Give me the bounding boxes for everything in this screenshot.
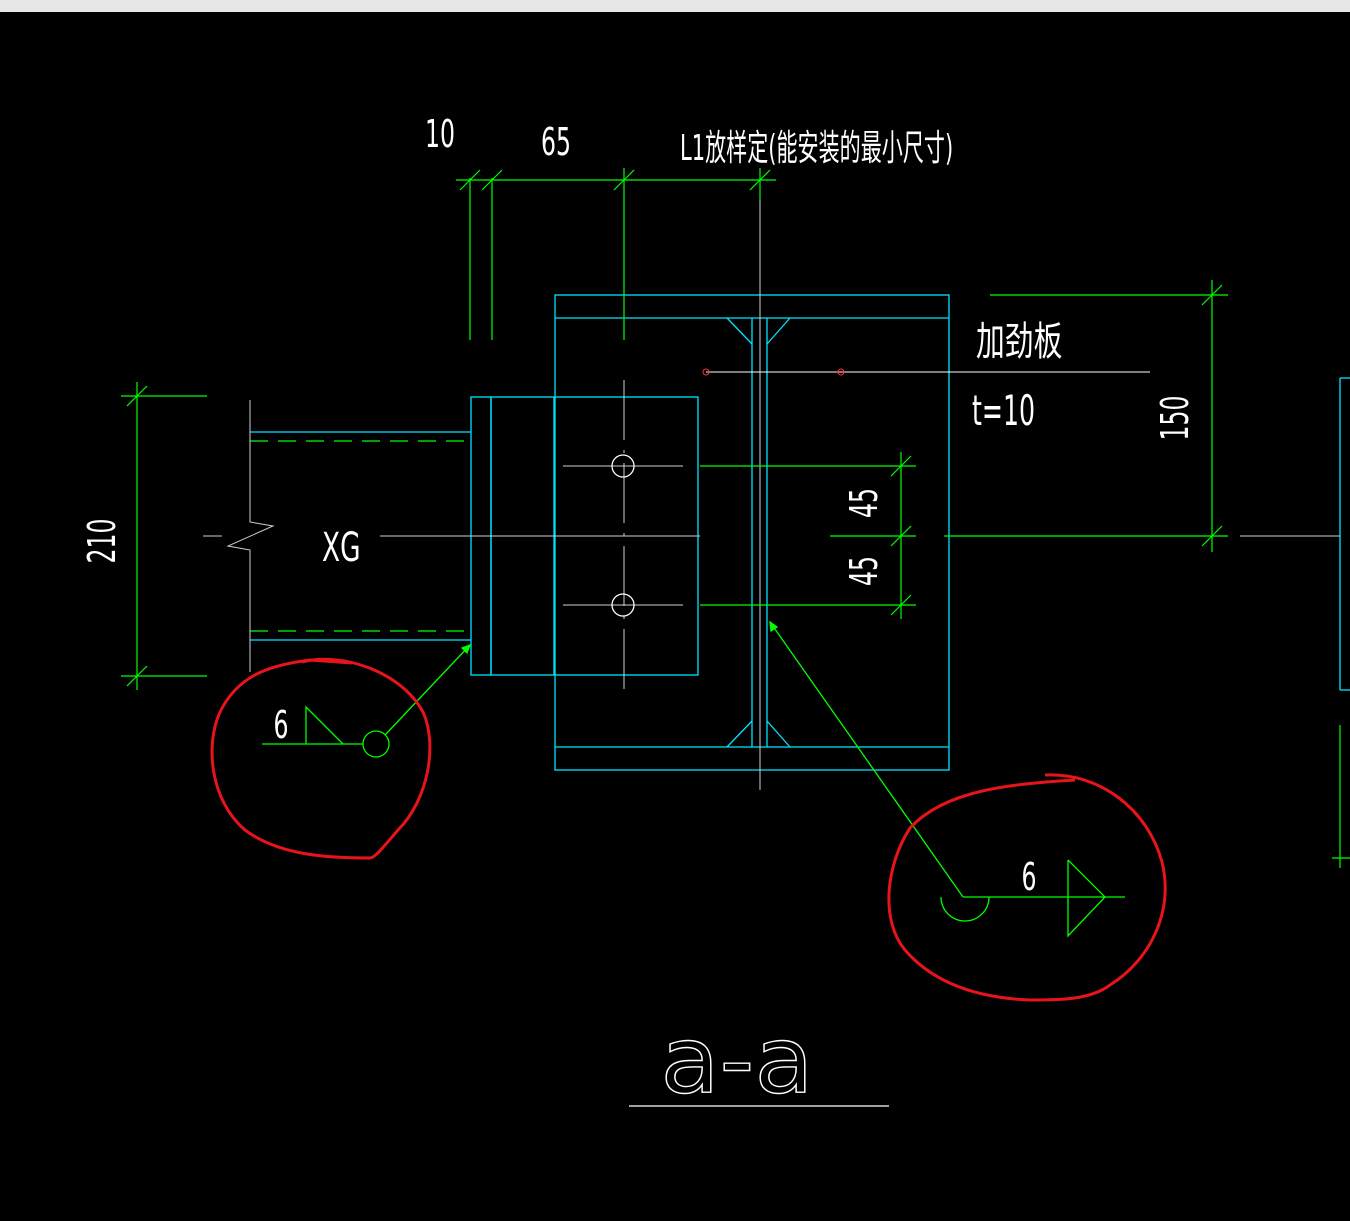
bolt-hole-top — [611, 454, 635, 478]
weld-symbol-right — [769, 620, 1125, 938]
stiffener-thickness-label: t=10 — [972, 387, 1035, 436]
dimension-lines — [121, 168, 1350, 868]
window-top-bar — [0, 0, 1350, 12]
markup-circle-left — [210, 657, 432, 860]
dim-10-label: 10 — [425, 113, 455, 156]
column-outline — [554, 294, 950, 771]
center-lines — [203, 185, 1340, 790]
dim-210-label: 210 — [81, 519, 124, 564]
cad-drawing-canvas[interactable]: 10 65 L1放样定(能安装的最小尺寸) 加劲板 t=10 XG 210 15… — [0, 12, 1350, 1221]
markup-circles — [210, 657, 1167, 1002]
weld-symbol-left — [262, 643, 472, 758]
section-title: a-a — [660, 1007, 813, 1114]
stiffener-leader — [702, 368, 1150, 376]
dim-45-bottom-label: 45 — [843, 556, 886, 586]
dim-65-label: 65 — [541, 121, 571, 164]
weld-size-left: 6 — [274, 704, 289, 747]
bolt-hole-bottom — [611, 593, 635, 617]
member-label: XG — [322, 524, 361, 570]
dim-45-top-label: 45 — [843, 488, 886, 518]
bolt-holes — [611, 454, 635, 617]
stiffener-label: 加劲板 — [976, 319, 1062, 365]
l1-note: L1放样定(能安装的最小尺寸) — [680, 127, 953, 169]
dim-150-label: 150 — [1154, 396, 1197, 441]
markup-circle-right — [887, 773, 1167, 1002]
weld-size-right: 6 — [1022, 856, 1037, 899]
beam-hidden-lines — [250, 440, 471, 632]
